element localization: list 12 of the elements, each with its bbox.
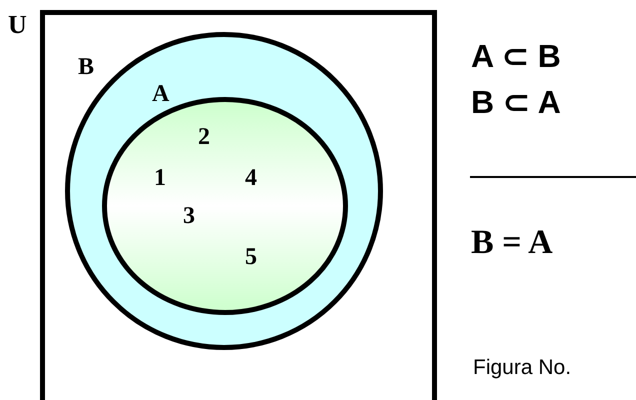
set-label: B <box>78 55 94 79</box>
element-number: 4 <box>245 166 257 190</box>
set-label: U <box>8 12 27 38</box>
element-number: 1 <box>154 166 166 190</box>
set-label: A <box>152 82 170 106</box>
subset-statement: A ⊂ B <box>471 40 561 72</box>
element-number: 3 <box>183 204 195 228</box>
subset-statement: B ⊂ A <box>471 86 561 118</box>
element-number: 2 <box>198 125 210 149</box>
element-number: 5 <box>245 245 257 269</box>
figure-caption: Figura No. <box>473 357 572 378</box>
equality-statement: B = A <box>471 226 553 260</box>
